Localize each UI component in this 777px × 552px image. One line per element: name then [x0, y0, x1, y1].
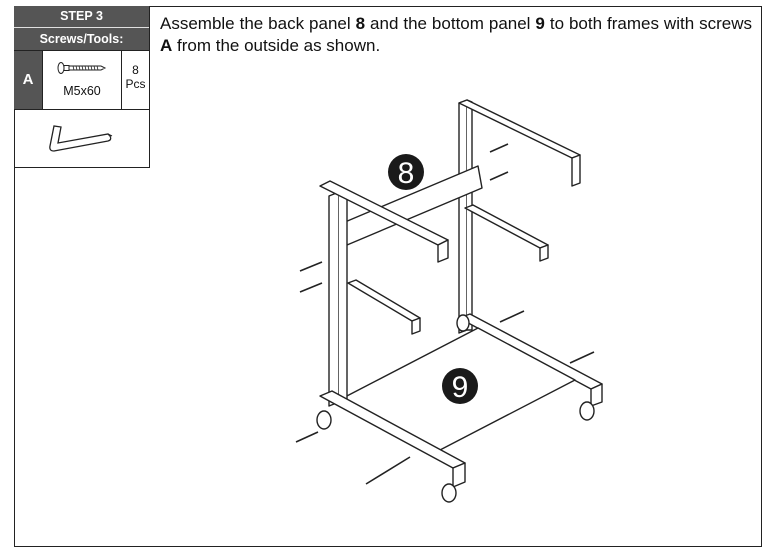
part-qty-number: 8 — [132, 63, 139, 77]
part-screw-cell: M5x60 — [42, 51, 122, 109]
part-qty-unit: Pcs — [125, 77, 146, 91]
instruction-text: Assemble the back panel 8 and the bottom… — [160, 13, 752, 57]
instruction-part1: Assemble the back panel — [160, 14, 356, 33]
tools-header: Screws/Tools: — [14, 28, 149, 51]
assembly-drawing: 8 9 — [295, 99, 603, 503]
allen-key-icon — [49, 125, 113, 152]
callout-8: 8 — [398, 157, 415, 190]
instruction-part4: from the outside as shown. — [172, 36, 381, 55]
part-letter: A — [14, 51, 42, 109]
instruction-part2: and the bottom panel — [365, 14, 536, 33]
callout-9: 9 — [452, 371, 469, 404]
tool-row — [14, 110, 149, 168]
instruction-screw-a: A — [160, 36, 173, 55]
part-size: M5x60 — [63, 84, 101, 98]
instruction-panel-8: 8 — [355, 14, 366, 33]
parts-panel: STEP 3 Screws/Tools: A M5x60 8 Pcs — [14, 6, 150, 168]
step-frame — [14, 6, 762, 547]
instruction-panel-9: 9 — [535, 14, 545, 33]
part-row-a: A M5x60 8 Pcs — [14, 51, 149, 110]
step-title: STEP 3 — [14, 6, 149, 28]
instruction-part3: to both frames with screws — [544, 14, 753, 33]
part-quantity: 8 Pcs — [121, 63, 150, 91]
screw-icon — [57, 62, 107, 74]
